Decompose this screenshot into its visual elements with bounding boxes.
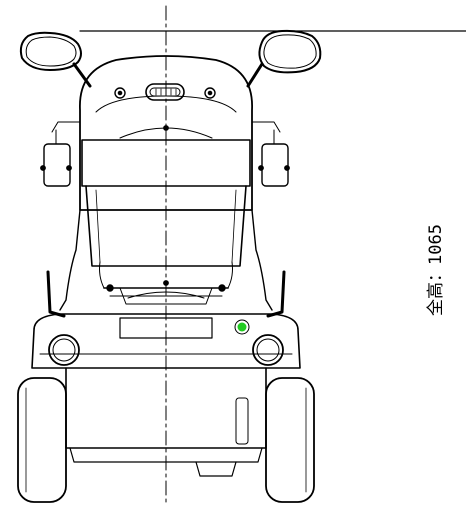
body-right-side — [251, 209, 273, 311]
left-grab-bar — [46, 270, 66, 318]
backrest-bolt-right — [204, 87, 216, 99]
backrest-bolt-left — [114, 87, 126, 99]
green-indicator-light — [237, 322, 247, 332]
right-mirror — [246, 29, 322, 88]
left-front-wheel — [17, 377, 67, 503]
overall-height-label: 全高：1065 — [426, 224, 446, 316]
right-grab-bar — [266, 270, 286, 318]
left-headlight — [48, 334, 80, 366]
body-left-side — [59, 209, 81, 311]
left-mirror — [19, 31, 92, 88]
left-armrest — [40, 129, 72, 187]
right-front-wheel — [265, 377, 315, 503]
right-headlight — [252, 334, 284, 366]
backrest-handle — [145, 83, 185, 101]
right-armrest — [258, 129, 290, 187]
